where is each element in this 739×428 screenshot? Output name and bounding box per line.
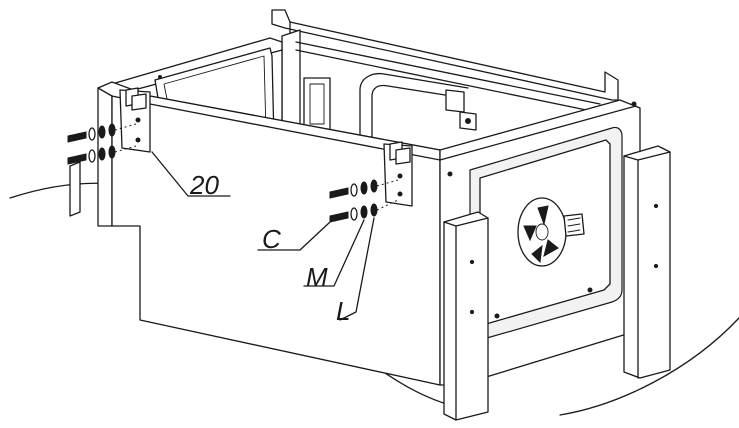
fasteners-right	[329, 179, 399, 223]
back-leg-left	[69, 161, 81, 217]
inner-post	[303, 77, 331, 131]
callout-c: C	[262, 224, 281, 254]
callout-m: M	[306, 262, 328, 292]
front-leg-right	[623, 145, 671, 379]
bracket-left	[119, 87, 151, 153]
front-leg-left	[443, 211, 489, 421]
callout-20: 20	[189, 170, 219, 200]
air-vent	[517, 197, 585, 267]
callout-l: L	[336, 296, 350, 326]
back-frame	[271, 9, 619, 141]
latch-tab	[445, 89, 477, 131]
fasteners-left	[67, 123, 137, 165]
callout-leaders	[151, 151, 375, 321]
bracket-right	[383, 141, 413, 207]
handle-bar	[359, 72, 469, 141]
